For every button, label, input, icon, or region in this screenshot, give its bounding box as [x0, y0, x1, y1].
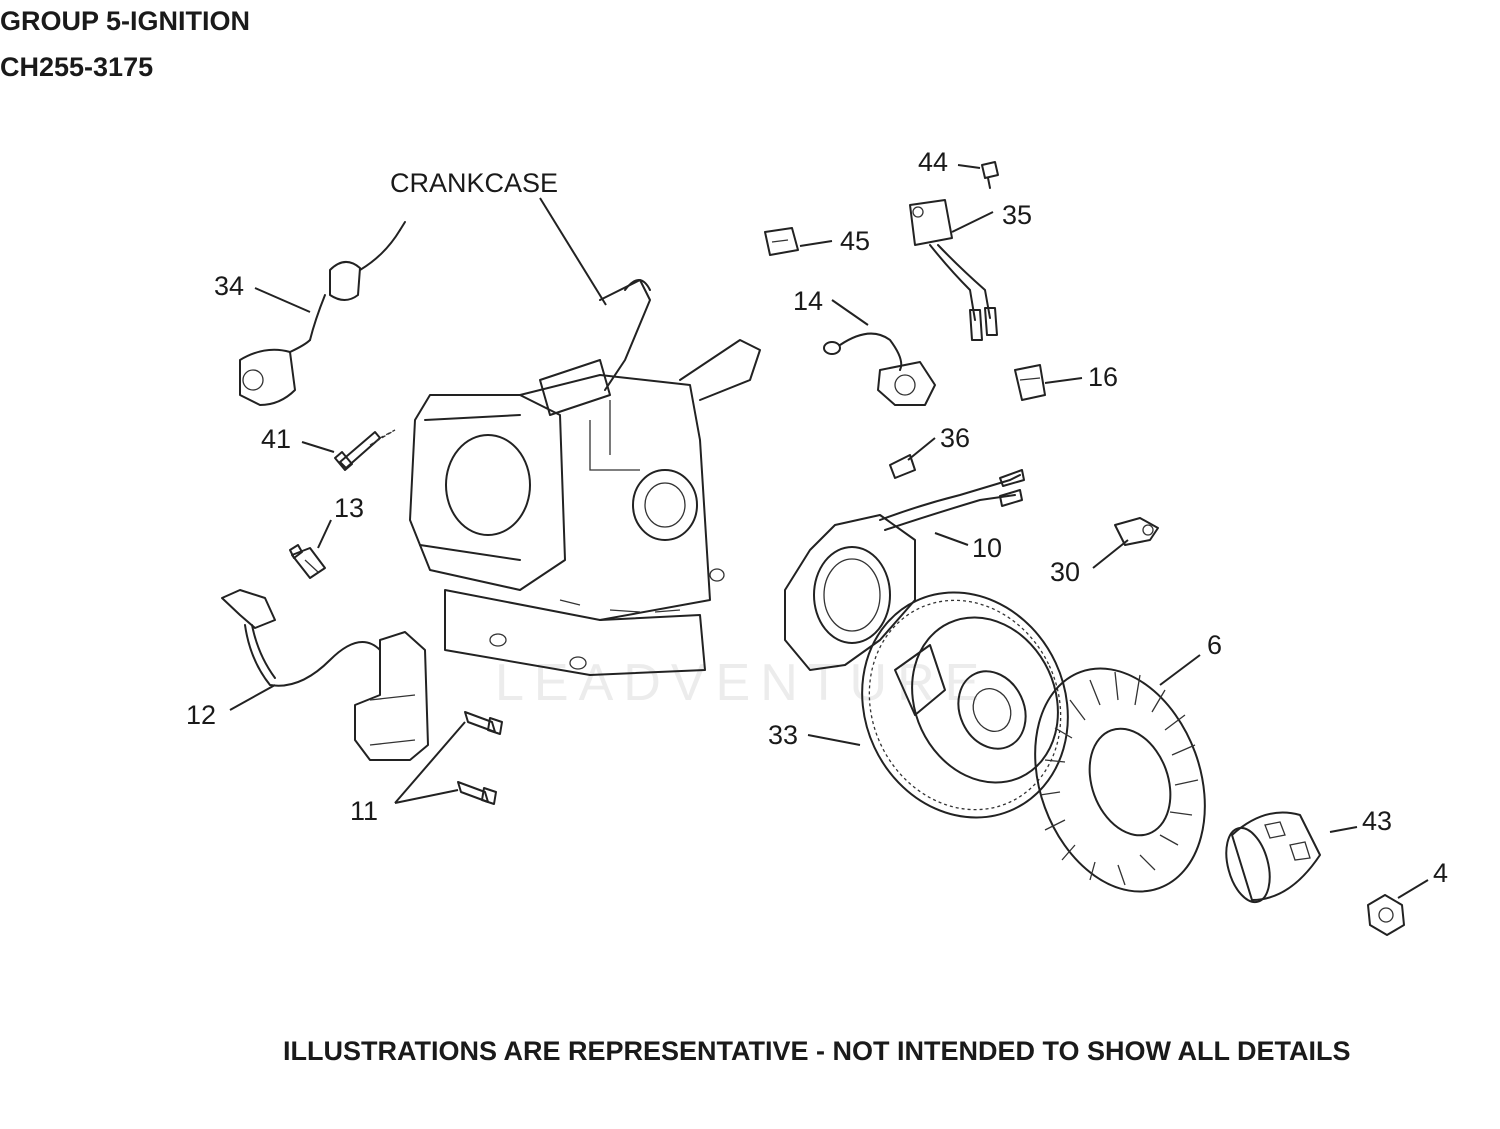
leader-33: [807, 734, 861, 746]
part-36-terminal: [889, 454, 916, 479]
callout-44: 44: [918, 147, 948, 177]
callout-12: 12: [186, 700, 216, 730]
leader-11b: [394, 789, 459, 804]
part-34-oil-sensor: [239, 221, 406, 406]
leader-35: [951, 211, 994, 233]
part-30-bracket: [1114, 517, 1159, 546]
group-title: GROUP 5-IGNITION: [0, 6, 251, 36]
part-41-bolt: [334, 429, 396, 471]
callout-33: 33: [768, 720, 798, 750]
model-number: CH255-3175: [0, 52, 154, 82]
part-44-screw: [981, 161, 999, 189]
leader-44: [957, 164, 981, 169]
leader-30: [1092, 539, 1129, 569]
callout-36: 36: [940, 423, 970, 453]
watermark-text: LEADVENTURE: [495, 654, 989, 712]
part-10-stator: [784, 469, 1025, 671]
part-35-rectifier: [909, 199, 998, 341]
leader-6: [1159, 654, 1201, 686]
callout-43: 43: [1362, 806, 1392, 836]
part-11-bolts: [457, 711, 503, 805]
part-33-flywheel: [861, 591, 1069, 819]
leader-crankcase: [539, 197, 607, 306]
callout-45: 45: [840, 226, 870, 256]
callout-14: 14: [793, 286, 823, 316]
leader-11a: [394, 721, 466, 804]
part-16-clip: [1014, 364, 1046, 401]
callout-6: 6: [1207, 630, 1222, 660]
part-4-nut: [1367, 894, 1405, 936]
leader-36: [907, 437, 936, 461]
callout-34: 34: [214, 271, 244, 301]
callout-30: 30: [1050, 557, 1080, 587]
callout-16: 16: [1088, 362, 1118, 392]
callout-11: 11: [350, 796, 378, 826]
leader-45: [799, 240, 833, 247]
footer-disclaimer: ILLUSTRATIONS ARE REPRESENTATIVE - NOT I…: [283, 1036, 1351, 1066]
part-45-grommet: [764, 227, 799, 256]
leader-12: [229, 684, 276, 711]
callout-13: 13: [334, 493, 364, 523]
callout-10: 10: [972, 533, 1002, 563]
callout-4: 4: [1433, 858, 1448, 888]
part-14-sensor-lead: [823, 332, 936, 406]
leader-4: [1397, 879, 1429, 899]
part-6-fan: [1034, 667, 1206, 893]
callout-crankcase: CRANKCASE: [390, 168, 558, 198]
leader-34: [254, 287, 311, 313]
leader-41: [301, 441, 335, 453]
part-13-spark-plug: [289, 544, 326, 579]
leader-43: [1329, 826, 1358, 833]
leader-14: [831, 299, 869, 326]
leader-10: [934, 532, 969, 546]
crankcase-drawing: [409, 279, 761, 676]
part-43-cup: [1225, 811, 1321, 904]
leader-13: [317, 519, 332, 549]
callout-41: 41: [261, 424, 291, 454]
part-12-ignition-module: [221, 589, 429, 761]
callout-35: 35: [1002, 200, 1032, 230]
leader-16: [1044, 377, 1083, 384]
